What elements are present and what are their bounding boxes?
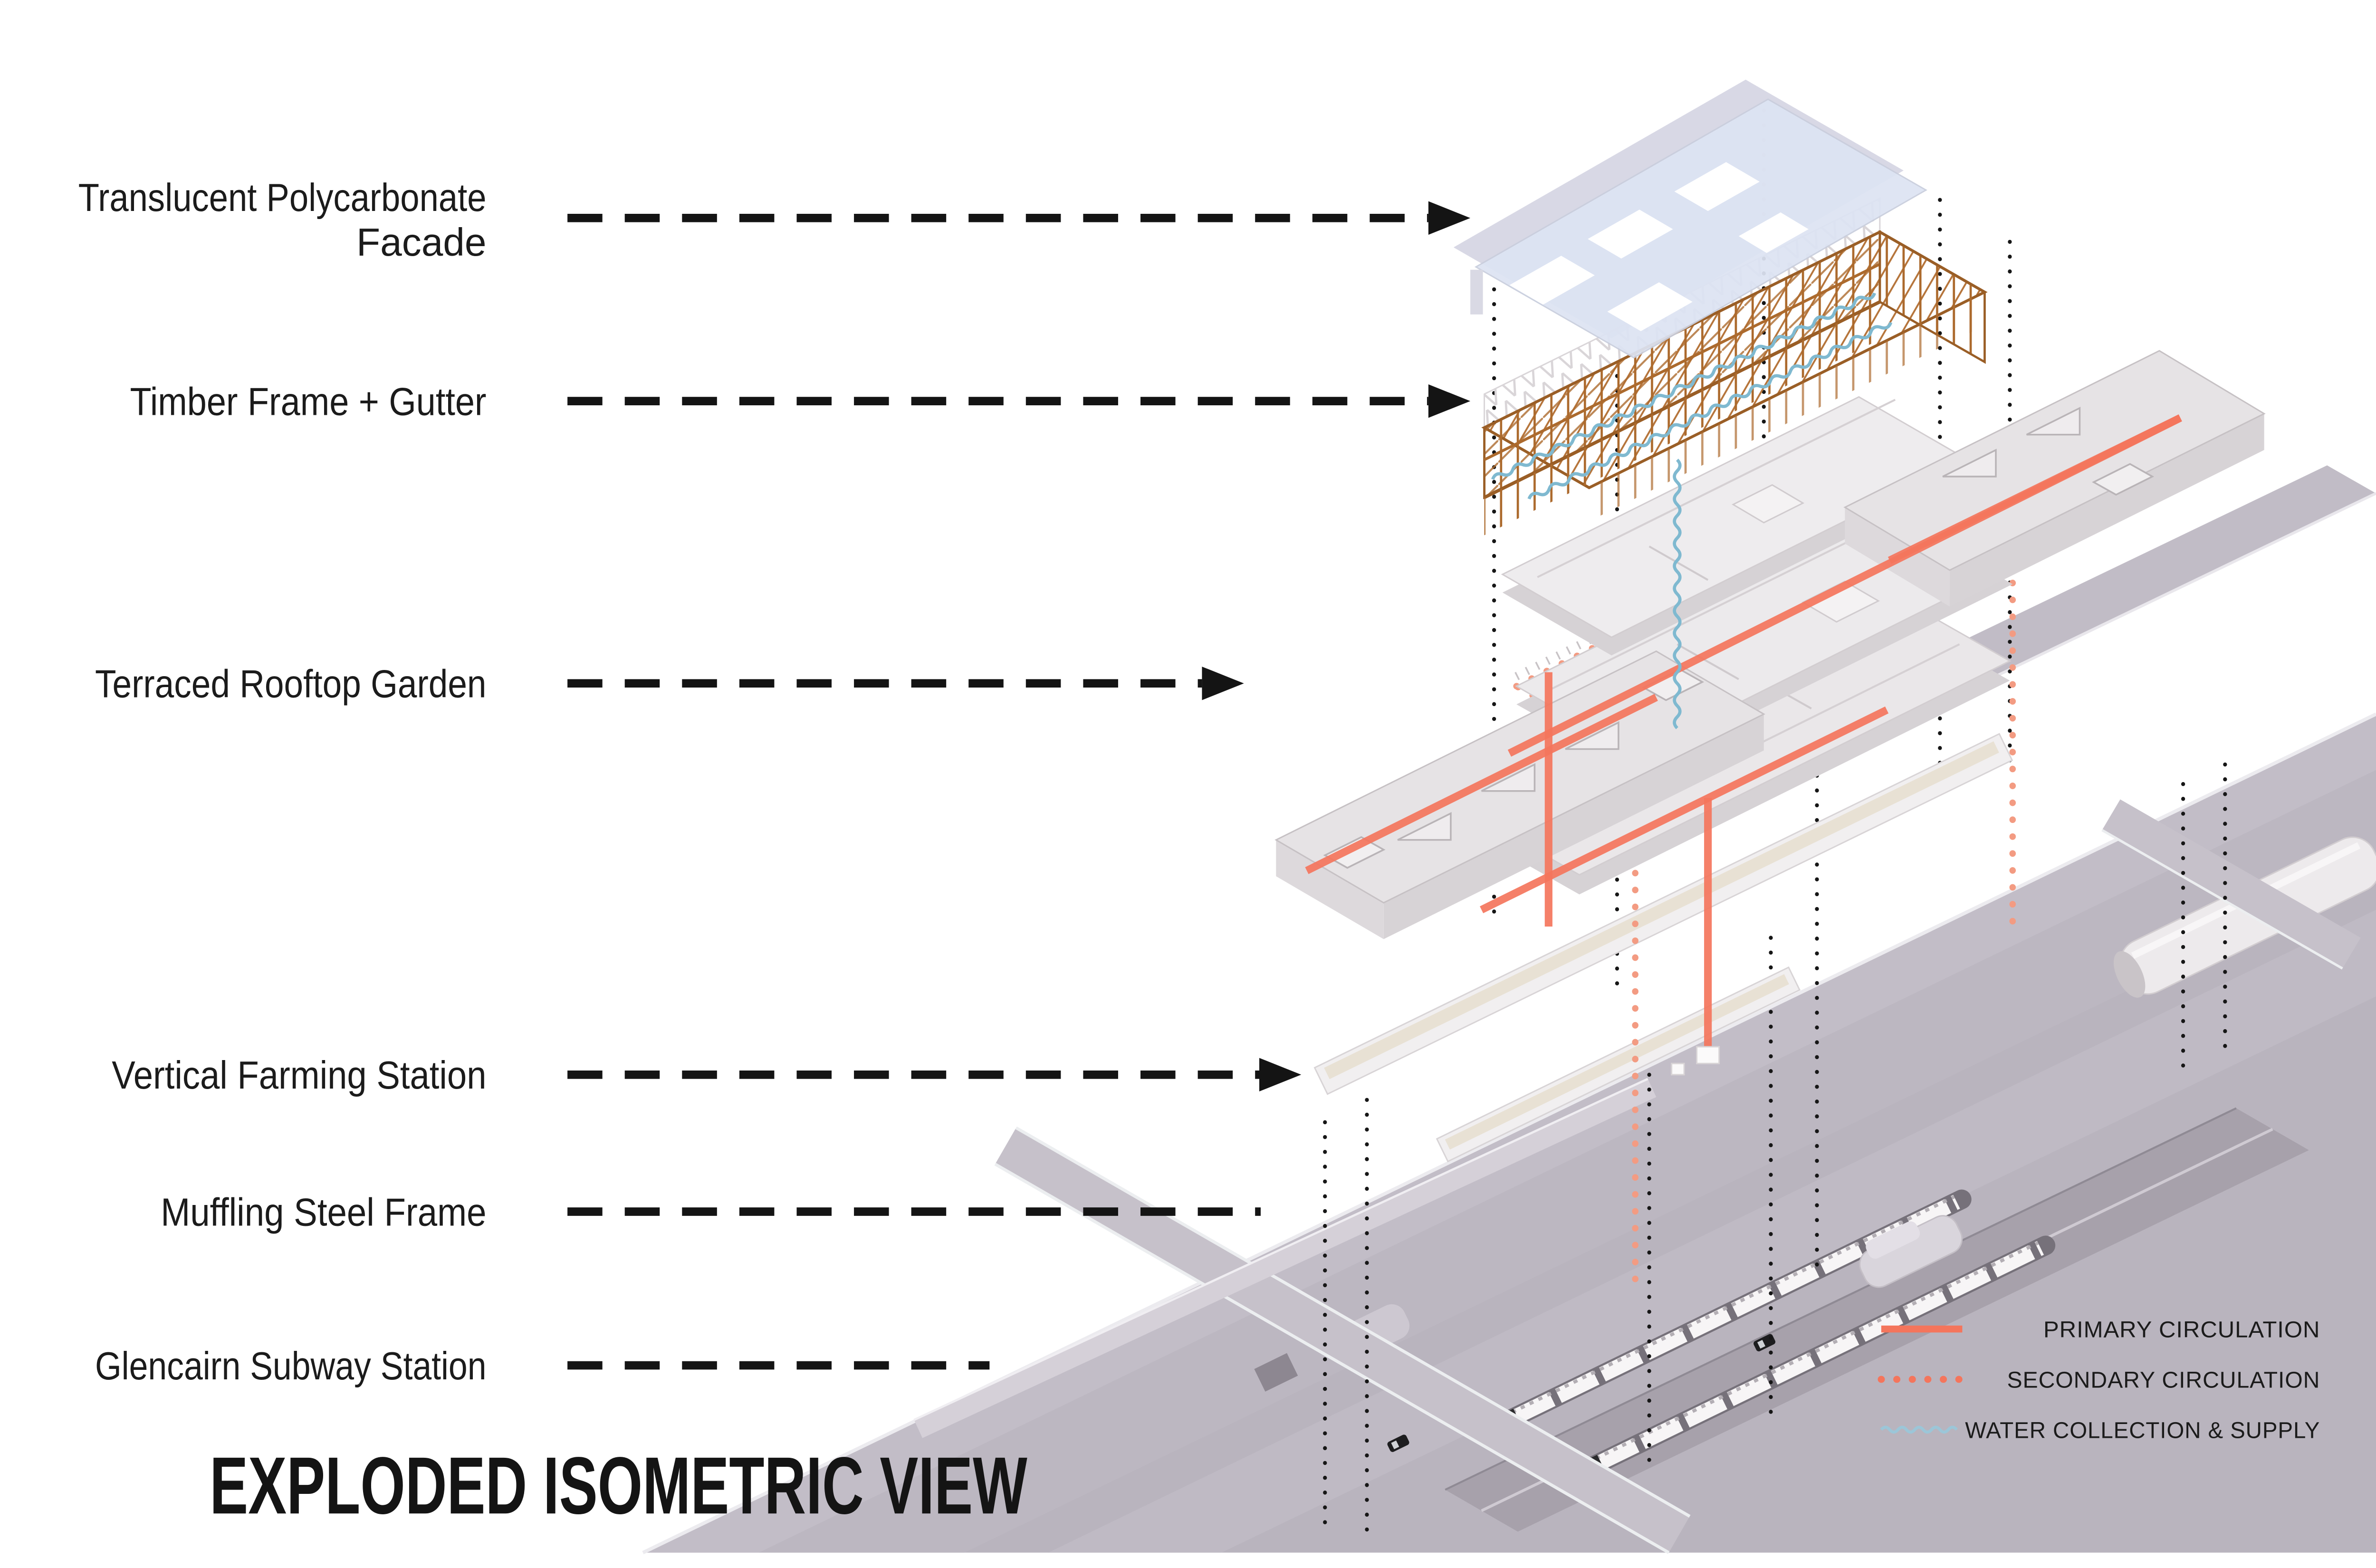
legend-label-secondary: SECONDARY CIRCULATION bbox=[2007, 1367, 2320, 1393]
facade-left-tab bbox=[1470, 269, 1483, 315]
transit-strip bbox=[913, 1078, 1657, 1438]
arrowhead-facade bbox=[1428, 201, 1471, 235]
crossing-road bbox=[994, 1126, 1691, 1554]
label-facade-line2: Facade bbox=[356, 220, 487, 264]
facade-skylights bbox=[1509, 162, 1809, 332]
vertical-farming-bar-long bbox=[1313, 733, 2013, 1095]
leader-arrows bbox=[567, 214, 1428, 1370]
legend-label-water: WATER COLLECTION & SUPPLY bbox=[1965, 1417, 2320, 1443]
circulation-core-marker-small bbox=[1671, 1062, 1685, 1076]
station-pavilion bbox=[1859, 1215, 1963, 1288]
polycarbonate-facade bbox=[1453, 79, 1927, 359]
primary-circulation-lines bbox=[1305, 414, 2182, 1061]
annotation-labels: Translucent Polycarbonate Facade Timber … bbox=[78, 176, 487, 1388]
legend: PRIMARY CIRCULATION SECONDARY CIRCULATIO… bbox=[1878, 1317, 2320, 1443]
arrowhead-timber bbox=[1428, 384, 1471, 418]
terraced-garden-plate-left bbox=[1274, 650, 1765, 939]
legend-wavy-line-swatch bbox=[1880, 1425, 1958, 1434]
terraced-garden-plate-right bbox=[1843, 350, 2266, 607]
label-facade-line1: Translucent Polycarbonate bbox=[78, 176, 487, 220]
label-glencairn-station: Glencairn Subway Station bbox=[95, 1344, 487, 1388]
arrowhead-terraced bbox=[1202, 666, 1244, 700]
leader-arrowheads bbox=[1202, 201, 1471, 1092]
water-lines bbox=[1491, 292, 1893, 729]
ground-plane-group bbox=[642, 465, 2376, 1554]
label-timber-frame: Timber Frame + Gutter bbox=[130, 380, 487, 424]
page-title: EXPLODED ISOMETRIC VIEW bbox=[210, 1441, 1027, 1531]
trench-box bbox=[1254, 1353, 1298, 1392]
floor-plate-1 bbox=[1501, 396, 1970, 656]
legend-label-primary: PRIMARY CIRCULATION bbox=[2043, 1317, 2320, 1343]
car-icon bbox=[1387, 1434, 1409, 1452]
arrowhead-farming bbox=[1259, 1058, 1302, 1092]
upper-road-band bbox=[759, 770, 2376, 1553]
circulation-core-marker bbox=[1696, 1046, 1720, 1064]
crossing-road-right bbox=[2101, 799, 2361, 970]
label-terraced-garden: Terraced Rooftop Garden bbox=[95, 662, 487, 706]
label-vertical-farming: Vertical Farming Station bbox=[112, 1053, 486, 1097]
label-muffling-frame: Muffling Steel Frame bbox=[161, 1190, 486, 1234]
